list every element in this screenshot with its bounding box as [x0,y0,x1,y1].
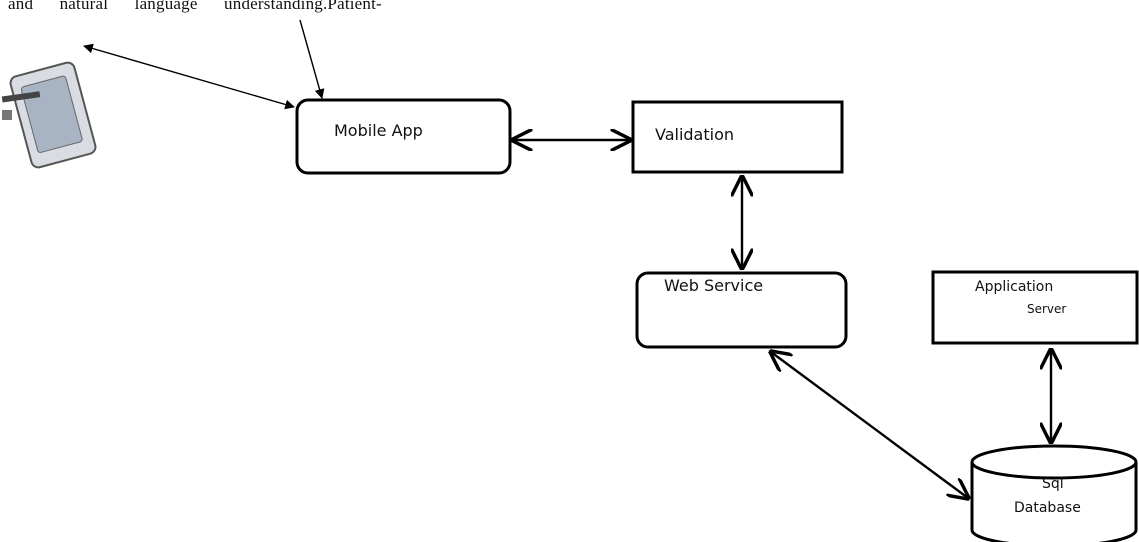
mobile-phone-icon [1,61,97,169]
database-label-line2: Database [1014,500,1081,516]
validation-label: Validation [655,125,735,144]
mobile-app-box [295,98,512,175]
sql-database-cylinder [970,444,1138,542]
arrow-phone-mobile-app [83,43,295,110]
validation-box [631,100,844,174]
application-server-box [931,270,1139,345]
web-service-label: Web Service [664,276,764,295]
web-service-box [635,271,848,349]
application-server-label-line2: Server [1027,302,1067,316]
database-label-line1: Sql [1042,476,1064,492]
application-server-label-line1: Application [975,279,1054,295]
arrow-web-service-database [771,352,968,498]
mobile-app-label: Mobile App [334,121,423,140]
caption-fragment: and natural language understanding.Patie… [8,0,382,13]
arrow-caption-mobile-app [299,19,325,99]
